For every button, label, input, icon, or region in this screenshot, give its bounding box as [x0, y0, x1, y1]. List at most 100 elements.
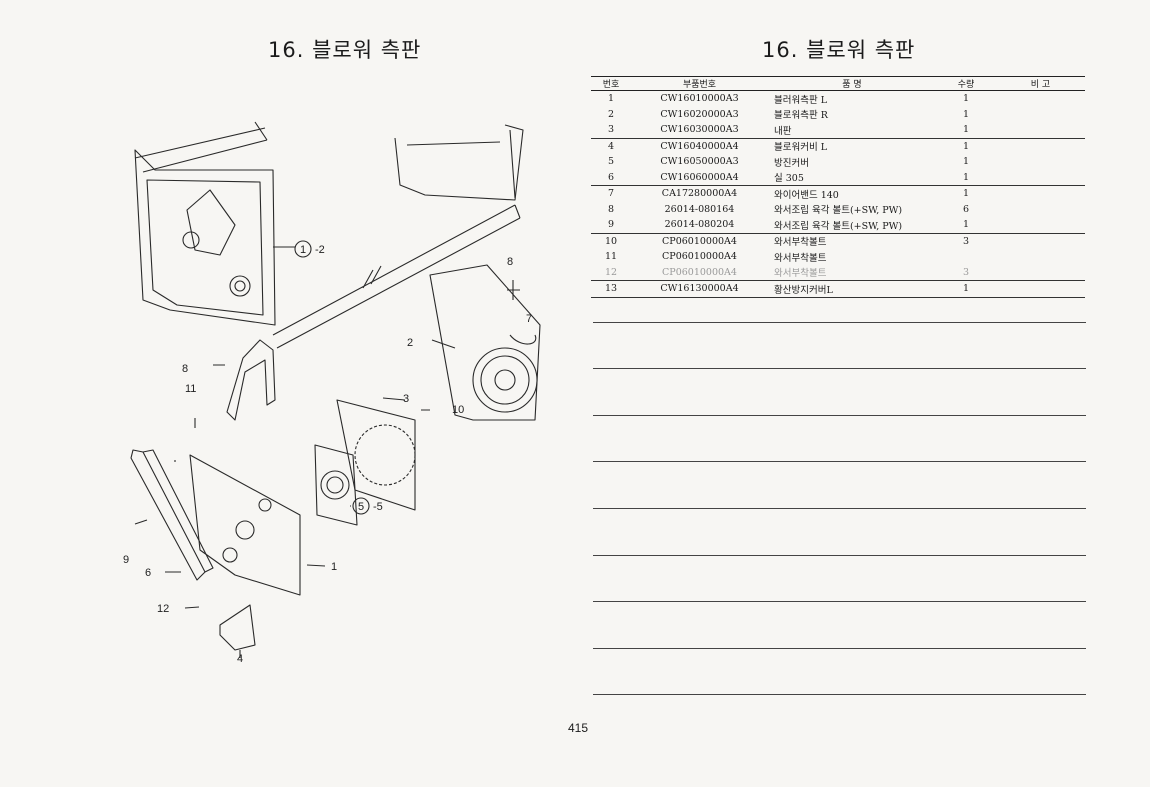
callout-3: 3: [403, 393, 409, 405]
blank-row-rule: [593, 555, 1086, 556]
cell-name: 블로워커비 L: [774, 142, 828, 154]
cell-name: 와이어밴드 140: [774, 189, 839, 201]
cell-no: 10: [604, 235, 618, 247]
cell-name: 방진커버: [774, 157, 809, 169]
cell-qty: 1: [936, 280, 996, 298]
seal-strip-part-6: [130, 449, 214, 581]
cell-name: 블러워측판 L: [774, 94, 828, 106]
cell-remark: [996, 217, 1085, 234]
callout-12: 12: [157, 603, 169, 615]
cell-part-number: CW16010000A3: [660, 93, 739, 105]
cell-remark: [996, 122, 1085, 139]
side-plate-part-1: [189, 454, 301, 596]
blank-row-rule: [593, 368, 1086, 369]
cell-no: 8: [607, 203, 615, 215]
cell-name: 실 305: [768, 169, 936, 186]
side-panel-part-2: [429, 264, 541, 421]
callout-1: 1: [300, 244, 306, 256]
cell-part-number: CW16030000A3: [631, 122, 768, 139]
blank-row-rule: [593, 415, 1086, 416]
left-side-frame: [134, 149, 276, 326]
cell-no: 3: [591, 122, 631, 139]
exploded-parts-diagram: 1 -2 2 3 4 5 -5 6 7 8 8 9 10 11 12 1: [95, 110, 565, 670]
cell-part-number: CP06010000A4: [631, 264, 768, 281]
cell-remark: [996, 249, 1085, 265]
cell-name: 와서부착볼트: [774, 252, 827, 264]
cell-part-number: CW16050000A3: [660, 156, 739, 168]
cell-qty: 1: [962, 108, 970, 120]
header-qty: 수량: [936, 76, 996, 91]
cell-remark: [996, 280, 1085, 298]
cell-no: 9: [591, 217, 631, 234]
cell-qty: 1: [962, 140, 970, 152]
callout-1-suffix: -2: [315, 244, 325, 256]
callout-4: 4: [237, 653, 243, 665]
cell-qty: 1: [936, 169, 996, 186]
callout-2: 2: [407, 337, 413, 349]
cell-qty: 3: [936, 264, 996, 281]
cell-name: 와서부착볼트: [774, 237, 827, 249]
cell-name: 내판: [768, 122, 936, 139]
cell-qty: 1: [936, 217, 996, 234]
blank-row-rule: [593, 694, 1086, 695]
callout-10: 10: [452, 404, 464, 416]
cell-no: 4: [607, 140, 615, 152]
cell-no: 7: [607, 188, 615, 200]
cell-no: 6: [591, 169, 631, 186]
page-title-left: 16. 블로워 측판: [268, 38, 422, 62]
cell-remark: [996, 169, 1085, 186]
cell-no: 2: [607, 108, 615, 120]
cell-qty: 1: [962, 93, 970, 105]
header-no: 번호: [591, 76, 631, 91]
cell-remark: [996, 107, 1085, 123]
cell-remark: [996, 186, 1085, 202]
callout-8-right: 8: [507, 256, 513, 268]
blank-row-rule: [593, 461, 1086, 462]
parts-table: 번호 부품번호 품 명 수량 비 고 1 CW16010000A3 블러워측판 L 1…: [591, 76, 1085, 298]
cell-part-number: CP06010000A4: [662, 235, 737, 247]
cell-no: 13: [591, 280, 631, 298]
cell-no: 12: [591, 264, 631, 281]
callout-7: 7: [526, 313, 532, 325]
callout-5: 5: [358, 501, 364, 513]
page-title-right: 16. 블로워 측판: [762, 38, 916, 62]
cell-qty: 1: [936, 122, 996, 139]
parts-table-header: 번호 부품번호 품 명 수량 비 고: [591, 76, 1085, 91]
cell-remark: [996, 138, 1085, 154]
cell-part-number: CA17280000A4: [661, 188, 738, 200]
page-number: 415: [568, 721, 589, 735]
cell-no: 11: [604, 251, 618, 263]
cell-qty: 6: [962, 203, 970, 215]
callout-9: 9: [123, 554, 129, 566]
cell-part-number: 26014-080204: [631, 217, 768, 234]
blank-row-rule: [593, 648, 1086, 649]
callout-1-plate: 1: [331, 561, 337, 573]
cell-part-number: CW16130000A4: [631, 280, 768, 298]
dust-cover-part-5: [314, 444, 358, 526]
callout-11: 11: [185, 383, 196, 395]
cell-part-number: 26014-080164: [664, 203, 735, 215]
cell-name: 블로워측판 R: [774, 110, 828, 122]
cell-qty: 1: [962, 156, 970, 168]
inner-plate-part-3: [336, 399, 416, 511]
cell-part-number: CW16060000A4: [631, 169, 768, 186]
blank-row-rule: [593, 322, 1086, 323]
cell-no: 1: [607, 93, 615, 105]
cell-name: 황산방지커버L: [768, 280, 936, 298]
blank-row-rule: [593, 601, 1086, 602]
cell-qty: [936, 249, 996, 265]
cell-remark: [996, 264, 1085, 281]
cell-remark: [996, 202, 1085, 218]
table-row: 8 26014-080164 와서조립 육각 볼트(+SW, PW) 6: [591, 202, 1085, 218]
right-side-frame: [394, 124, 524, 201]
header-name: 품 명: [768, 76, 936, 91]
cell-name: 와서조립 육각 볼트(+SW, PW): [774, 205, 903, 217]
